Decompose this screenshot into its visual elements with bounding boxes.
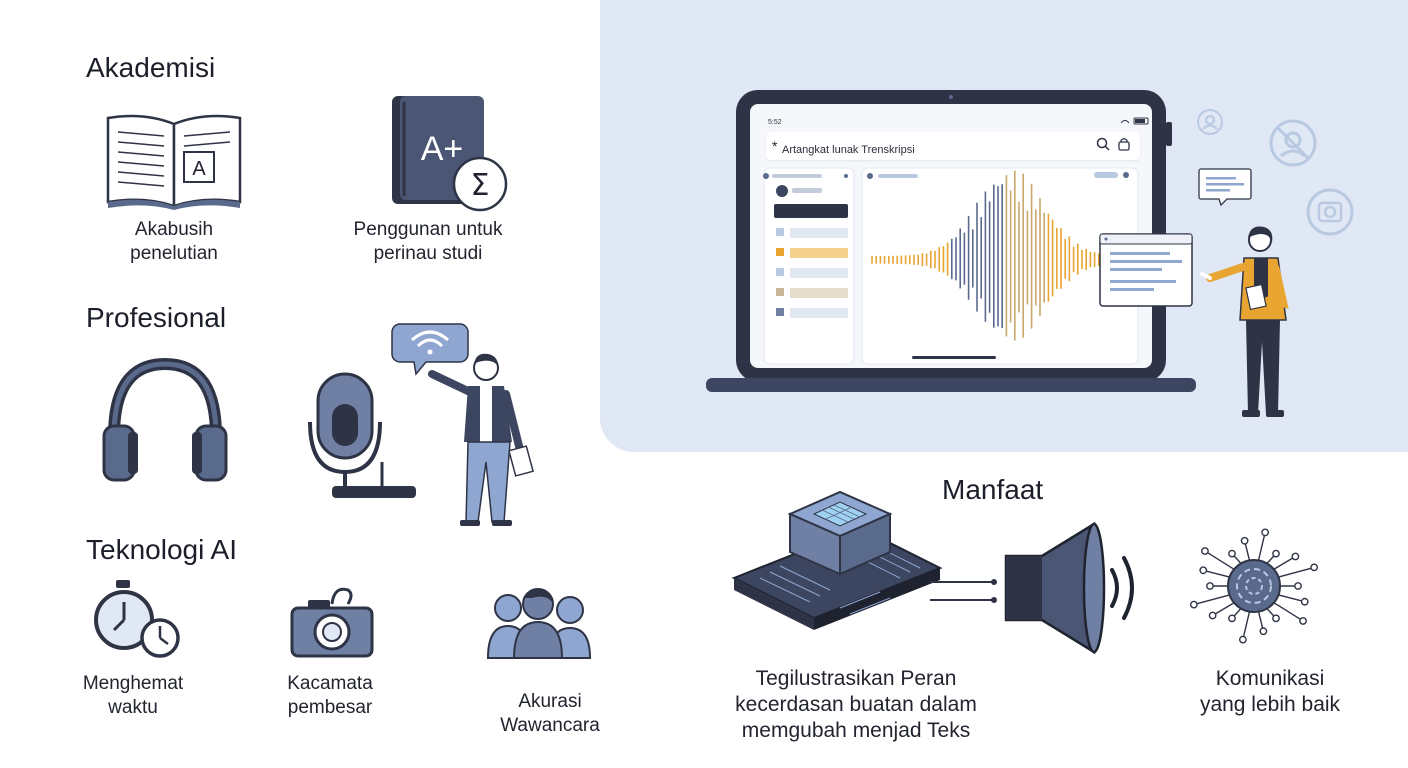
section-title-akademisi: Akademisi [86,52,216,83]
brain-core [1227,559,1281,613]
network-node [1228,549,1236,558]
presenter-person-illustration [1200,226,1289,417]
no-user-icon [1269,119,1317,167]
network-link [1193,594,1230,606]
speaker-icon [1004,521,1134,655]
sigma-symbol: Σ [471,168,490,203]
network-node [1261,528,1270,537]
network-node [1201,547,1209,555]
network-link [1278,566,1315,578]
section-title-manfaat: Manfaat [942,474,1044,505]
network-link [1257,532,1266,561]
caption-akurasi-wawancara: Akurasi Wawancara [500,691,600,736]
caption-penggunan: Penggunan untuk perinau studi [353,219,503,264]
app-title: Artangkat lunak Trenskripsi [782,144,915,156]
asterisk-icon: * [772,138,778,154]
status-icons [1120,117,1154,125]
book-glyph: A [192,158,206,180]
network-node [1199,566,1208,575]
audio-waveform [871,170,1113,341]
network-link [1203,569,1230,578]
network-node [1228,614,1236,623]
network-node [1310,563,1319,572]
app-title-bar [766,132,1140,160]
network-link [1204,550,1235,570]
network-node [1208,611,1217,620]
network-node [1259,627,1268,636]
laptop-device [706,90,1196,392]
grade-badge: A+ [421,130,464,168]
grade-book-icon: A+ Σ [392,96,508,212]
brain-core-ring [1236,568,1272,604]
stopwatch-icon [94,580,180,658]
network-node [1299,617,1307,625]
network-link [1273,602,1304,622]
profile-circle-icon [1197,109,1223,135]
open-book-icon: A [106,114,242,210]
network-node [1294,582,1302,590]
search-icon[interactable] [1096,137,1110,151]
caption-menghemat-waktu: Menghemat waktu [82,673,184,718]
network-link [1278,594,1305,603]
neural-network-brain-icon [1189,528,1319,644]
network-node [1240,536,1249,545]
caption-ilustrasi-peran: Tegilustrasikan Peran kecerdasan buatan … [735,667,977,742]
transcript-popup [1099,233,1193,307]
network-node [1272,549,1280,558]
network-link [1273,555,1296,570]
caption-komunikasi: Komunikasi yang lebih baik [1199,667,1341,716]
chat-bubble-icon [1198,168,1252,207]
section-title-teknologi-ai: Teknologi AI [86,534,237,565]
network-link [1242,611,1251,640]
section-title-profesional: Profesional [86,302,227,333]
network-node [1300,597,1309,606]
lock-icon[interactable] [1118,137,1130,151]
ai-chip-icon [731,490,997,630]
network-node [1291,552,1300,561]
network-link [1212,602,1235,617]
microphone-presenter-icon [308,323,534,526]
network-node [1272,614,1280,623]
camera-icon [290,587,374,658]
brain-core-inner [1245,577,1263,595]
network-node [1206,582,1214,590]
group-people-icon [486,588,592,659]
status-time: 5:52 [768,119,782,126]
caption-akabusih: Akabusih penelutian [130,219,218,264]
headphones-icon [102,357,228,482]
network-node [1189,600,1198,609]
caption-kacamata-pembesar: Kacamata pembesar [287,673,373,718]
camera-circle-icon [1306,188,1354,236]
network-node [1238,635,1247,644]
